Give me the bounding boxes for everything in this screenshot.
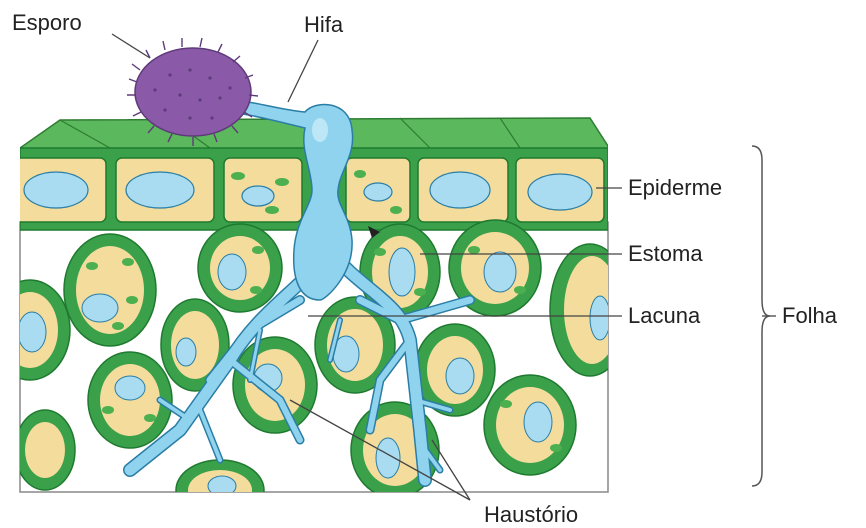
leaf-bracket	[752, 146, 770, 486]
hypha-leader	[288, 40, 318, 102]
label-hypha: Hifa	[304, 14, 343, 36]
label-stoma: Estoma	[628, 243, 703, 265]
label-haustorium: Haustório	[484, 504, 578, 526]
label-spore: Esporo	[12, 12, 82, 34]
label-lacuna: Lacuna	[628, 305, 700, 327]
spore-leader	[112, 34, 150, 58]
label-epidermis: Epiderme	[628, 177, 722, 199]
label-leaf: Folha	[782, 305, 837, 327]
